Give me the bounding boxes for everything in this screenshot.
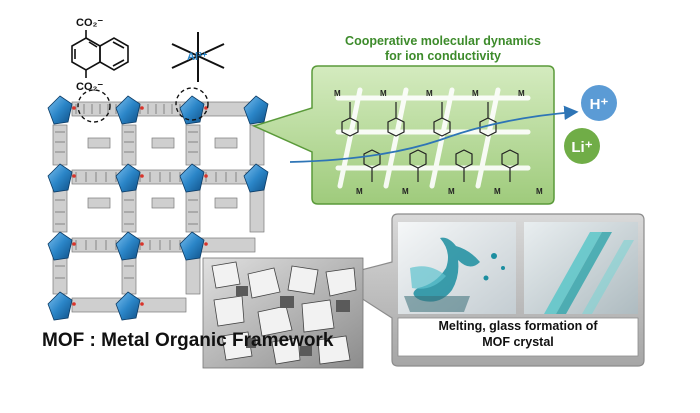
metal-label: M (402, 187, 409, 196)
melting-caption: Melting, glass formation of MOF crystal (398, 318, 638, 350)
cooperative-title-line1: Cooperative molecular dynamics (345, 34, 541, 48)
aluminum-ion-structure (171, 32, 225, 82)
mof-framework (47, 87, 269, 321)
melting-glass-panel (328, 213, 645, 367)
cooperative-dynamics-panel: M M M M M M M M M M (251, 65, 579, 205)
melting-caption-line1: Melting, glass formation of (438, 319, 598, 333)
glass-plates-photo (524, 222, 638, 314)
lithium-ion-label: Li⁺ (571, 139, 592, 156)
metal-label: M (380, 89, 387, 98)
cooperative-title-line2: for ion conductivity (385, 49, 501, 63)
metal-label: M (536, 187, 543, 196)
metal-label: M (356, 187, 363, 196)
proton-ion: H⁺ (581, 85, 617, 121)
framework-caption: MOF : Metal Organic Framework (42, 330, 334, 351)
cooperative-dynamics-title: Cooperative molecular dynamics for ion c… (318, 34, 568, 64)
liquid-splash-photo (398, 222, 516, 314)
carboxylate-top-label: CO₂⁻ (76, 17, 103, 29)
aluminum-ion-label: Al³⁺ (187, 51, 208, 63)
metal-label: M (334, 89, 341, 98)
metal-label: M (426, 89, 433, 98)
mof-crystal-micrograph (202, 257, 364, 369)
naphthalene-ligand-structure (71, 30, 129, 78)
metal-label: M (448, 187, 455, 196)
melting-caption-line2: MOF crystal (482, 335, 554, 349)
proton-ion-label: H⁺ (590, 96, 609, 113)
lithium-ion: Li⁺ (564, 128, 600, 164)
metal-label: M (518, 89, 525, 98)
metal-label: M (472, 89, 479, 98)
metal-label: M (494, 187, 501, 196)
